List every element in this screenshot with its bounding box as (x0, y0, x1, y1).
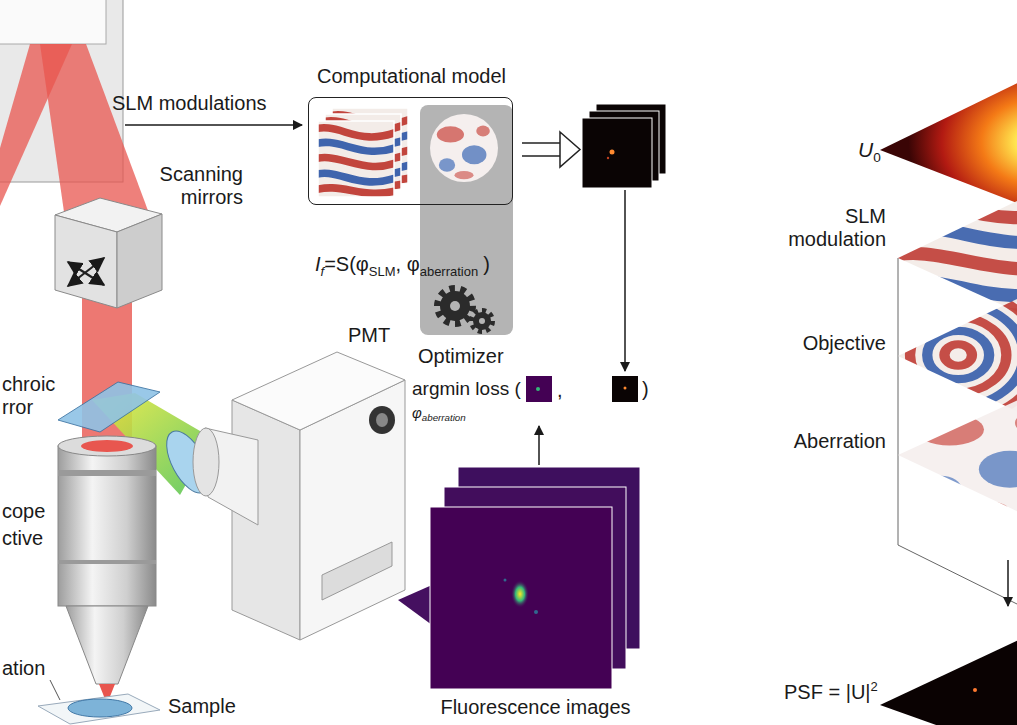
label: , (557, 379, 563, 402)
dichroic-mirror (58, 382, 160, 432)
formula: If=S(φSLM, φaberration) (315, 253, 490, 279)
double-arrow (522, 155, 562, 157)
cube-side (117, 214, 162, 308)
double-arrow (522, 142, 562, 144)
formula-part: , φ (396, 253, 420, 275)
phase-image (318, 121, 394, 197)
callout-pointer (398, 585, 432, 625)
label: ation (2, 657, 45, 680)
formula-part: 0 (873, 150, 881, 165)
gear-icon (450, 301, 460, 311)
pmt-window (193, 428, 219, 496)
objective-band (58, 470, 156, 476)
fluorescence-spot (511, 580, 529, 608)
label: Aberration (756, 430, 886, 453)
node-label: Scanning mirrors (145, 163, 243, 209)
gear-icon (479, 318, 485, 324)
scan-arrow-icon (68, 258, 104, 286)
model-box: Computational model (308, 97, 513, 205)
node-label: Computational model (309, 65, 514, 88)
arrow (1007, 560, 1009, 606)
pmt-detector: PMT (232, 352, 405, 640)
laser-beam (81, 440, 133, 452)
gear-icon (438, 289, 472, 323)
image-stack: Fluorescence images (428, 465, 643, 720)
psf-spot (624, 387, 627, 390)
formula-part: ) (483, 253, 490, 275)
formula-part: =S(φ (324, 253, 369, 275)
scan-arrow-icon (68, 262, 104, 285)
gear-icon (472, 311, 492, 331)
lens (158, 424, 218, 499)
optimizer-panel: Optimizerargmin loss (,)φaberration (405, 100, 667, 426)
double-arrow (560, 132, 580, 167)
label: ) (642, 378, 649, 401)
formula-part: f (321, 264, 325, 279)
slm-plane (898, 190, 1017, 322)
node-label: PMT (348, 324, 390, 347)
pmt-port (322, 542, 392, 600)
label: Sample (168, 695, 236, 718)
formula: PSF = |U|2 (784, 680, 878, 704)
objective-band (58, 560, 156, 564)
optimizer-panel (420, 105, 513, 335)
arrow (624, 190, 626, 371)
objective-body (58, 446, 156, 606)
connector-arrow (538, 426, 540, 465)
label: cope ctive (2, 498, 54, 552)
field-plane (880, 72, 1017, 212)
formula-part: I (315, 253, 321, 275)
simulated-thumb (612, 376, 638, 402)
gear-icon (440, 291, 470, 321)
formula-part: aberration (422, 412, 466, 423)
arrow (125, 124, 302, 126)
psf-spot (607, 157, 609, 159)
label: argmin loss ( (412, 378, 521, 400)
leader-line (50, 680, 60, 700)
objective-tip (66, 606, 148, 684)
formula-part: PSF = |U| (784, 681, 871, 703)
formula: φaberration (412, 404, 466, 424)
formula: U0 (858, 138, 881, 165)
image-frame (430, 507, 612, 689)
fluorescence-spot (534, 610, 538, 614)
psf-image (582, 118, 652, 188)
pmt-top (232, 352, 405, 430)
fluorescence-spot (536, 387, 540, 391)
stack-frame (898, 258, 899, 545)
pmt-knob (369, 406, 395, 434)
psf-spot (973, 688, 977, 692)
stack-frame (898, 545, 1017, 604)
laser-beam (40, 44, 150, 226)
aberration-plane (898, 390, 1017, 522)
label: SLM modulation (756, 205, 886, 251)
pmt-knob (376, 413, 388, 427)
gear-icon (473, 312, 491, 330)
objective-plane (898, 288, 1017, 422)
formula-part: 2 (871, 679, 878, 694)
node-label: Optimizer (418, 345, 504, 368)
sample-dish (68, 699, 132, 717)
objective-top (58, 436, 156, 456)
psf-spot (610, 150, 615, 155)
mirror-cube: Scanning mirrors (55, 196, 162, 310)
formula-part: φ (412, 404, 422, 421)
aberration-phase (430, 114, 498, 182)
psf-plane (880, 630, 1017, 725)
cube-front (55, 215, 117, 308)
label: Objective (756, 332, 886, 355)
node-label: Fluorescence images (428, 696, 643, 719)
formula-part: aberration (420, 264, 479, 279)
label: chroic rror (2, 373, 62, 419)
formula-part: U (858, 138, 873, 161)
measured-thumb (526, 376, 552, 402)
formula-part: SLM (369, 264, 396, 279)
fluorescence-spot (504, 579, 507, 582)
glass-slide (38, 694, 160, 724)
label: SLM modulations (112, 92, 267, 115)
slm-face (0, 0, 106, 44)
